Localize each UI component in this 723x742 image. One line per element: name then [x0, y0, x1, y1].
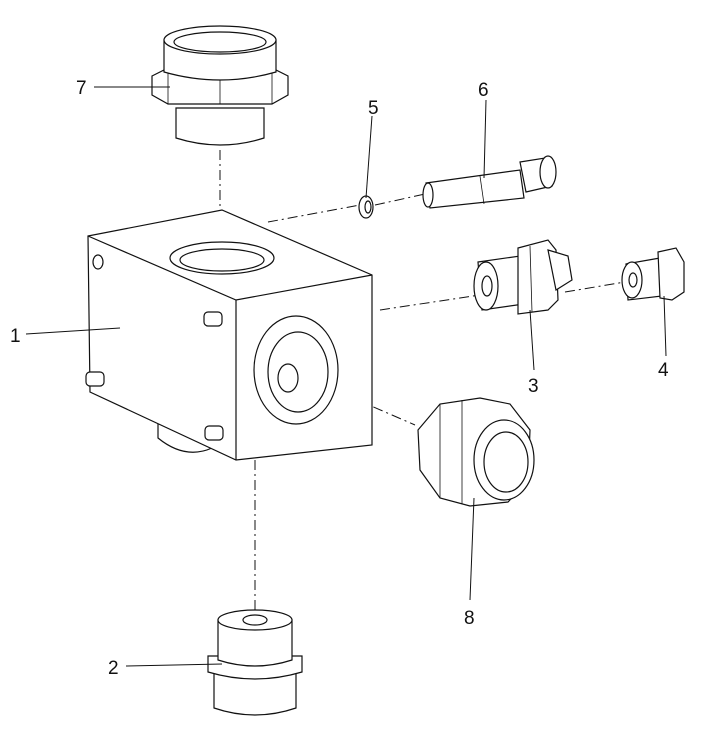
callout-labels: 1 2 3 4 5 6 7 8 [10, 78, 669, 679]
callout-7: 7 [76, 78, 87, 99]
callout-6: 6 [478, 80, 489, 101]
part-2-bottom-fitting [208, 610, 302, 715]
callout-5: 5 [368, 98, 379, 119]
part-8-union [418, 398, 534, 506]
part-6-bolt [423, 156, 556, 208]
part-4-small-fitting [622, 248, 684, 300]
callout-4: 4 [658, 360, 669, 381]
callout-3: 3 [528, 376, 539, 397]
callout-8: 8 [464, 608, 475, 629]
callout-2: 2 [108, 658, 119, 679]
part-1-block [86, 210, 372, 460]
part-7-top-fitting [152, 26, 288, 145]
part-3-fitting [474, 240, 572, 314]
callout-1: 1 [10, 326, 21, 347]
part-5-washer [359, 196, 373, 218]
leader-lines [25, 86, 667, 667]
